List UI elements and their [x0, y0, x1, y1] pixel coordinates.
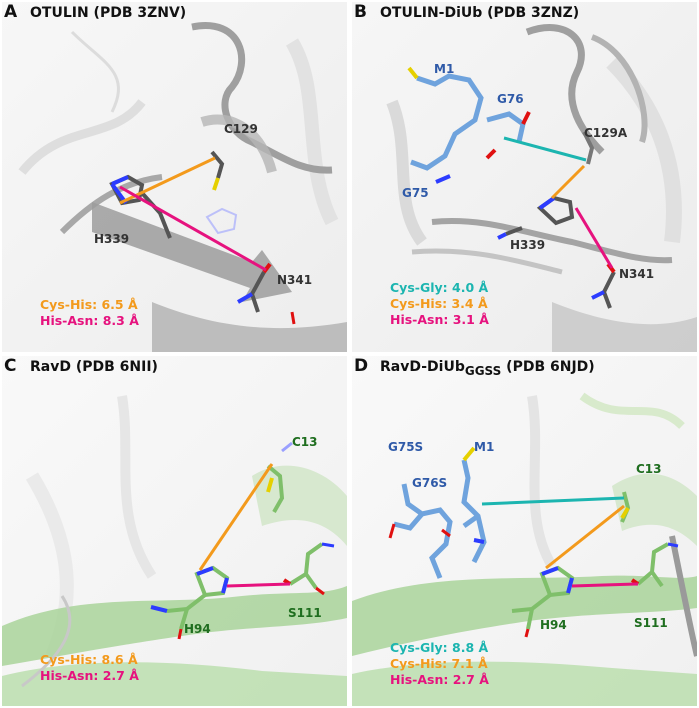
panel-a-legend: Cys-His: 6.5 Å His-Asn: 8.3 Å	[40, 297, 139, 329]
panel-d-letter: D	[354, 356, 369, 376]
panel-d-legend: Cys-Gly: 8.8 Å Cys-His: 7.1 Å His-Asn: 2…	[390, 640, 489, 688]
label-n341: N341	[277, 273, 313, 287]
label-h339: H339	[94, 232, 130, 246]
distance-cys-his: Cys-His: 3.4 Å	[390, 296, 488, 311]
distance-cys-his: Cys-His: 7.1 Å	[390, 656, 488, 671]
panel-d-title-main: RavD-DiUb	[380, 359, 465, 375]
distance-cys-gly: Cys-Gly: 4.0 Å	[390, 280, 489, 295]
panel-c-letter: C	[4, 356, 17, 376]
label-s111: S111	[288, 606, 322, 620]
label-c129: C129	[224, 122, 258, 136]
panel-b-title: OTULIN-DiUb (PDB 3ZNZ)	[380, 5, 580, 21]
panel-c-legend: Cys-His: 8.6 Å His-Asn: 2.7 Å	[40, 652, 139, 684]
panel-a-structure	[2, 2, 347, 352]
label-c129a: C129A	[584, 126, 628, 140]
label-n341: N341	[619, 267, 655, 281]
label-g75: G75	[402, 186, 429, 200]
panel-a: A OTULIN (PDB 3ZNV) C129 H339 N341 Cys-H…	[2, 2, 347, 352]
panel-d-title: RavD-DiUbGGSS (PDB 6NJD)	[380, 359, 595, 378]
distance-cys-his: Cys-His: 6.5 Å	[40, 297, 138, 312]
panel-a-title: OTULIN (PDB 3ZNV)	[30, 5, 187, 21]
label-m1: M1	[474, 440, 495, 454]
distance-his-asn: His-Asn: 8.3 Å	[40, 313, 139, 328]
label-g76: G76	[497, 92, 524, 106]
panel-a-letter: A	[4, 2, 18, 22]
label-m1: M1	[434, 62, 455, 76]
panel-d-title-sub: GGSS	[464, 364, 502, 378]
label-g76s: G76S	[412, 476, 448, 490]
label-c13: C13	[292, 435, 318, 449]
panel-d-title-rest: (PDB 6NJD)	[501, 359, 595, 375]
panel-d: D RavD-DiUbGGSS (PDB 6NJD) G75S M1 G76S …	[352, 356, 697, 706]
distance-his-asn: His-Asn: 3.1 Å	[390, 312, 489, 327]
panel-b-legend: Cys-Gly: 4.0 Å Cys-His: 3.4 Å His-Asn: 3…	[390, 280, 489, 328]
panel-c-structure	[2, 356, 347, 706]
label-c13: C13	[636, 462, 662, 476]
panel-d-structure	[352, 356, 697, 706]
distance-his-asn: His-Asn: 2.7 Å	[390, 672, 489, 687]
label-h339: H339	[510, 238, 546, 252]
panel-b-letter: B	[354, 2, 367, 22]
panel-c: C RavD (PDB 6NII) C13 H94 S111 Cys-His: …	[2, 356, 347, 706]
panel-b-structure	[352, 2, 697, 352]
panel-b: B OTULIN-DiUb (PDB 3ZNZ) M1 G76 C129A G7…	[352, 2, 697, 352]
label-g75s: G75S	[388, 440, 424, 454]
distance-his-asn: His-Asn: 2.7 Å	[40, 668, 139, 683]
label-h94: H94	[184, 622, 211, 636]
label-s111: S111	[634, 616, 668, 630]
distance-cys-his: Cys-His: 8.6 Å	[40, 652, 138, 667]
panel-c-title: RavD (PDB 6NII)	[30, 359, 158, 375]
distance-cys-gly: Cys-Gly: 8.8 Å	[390, 640, 489, 655]
label-h94: H94	[540, 618, 567, 632]
